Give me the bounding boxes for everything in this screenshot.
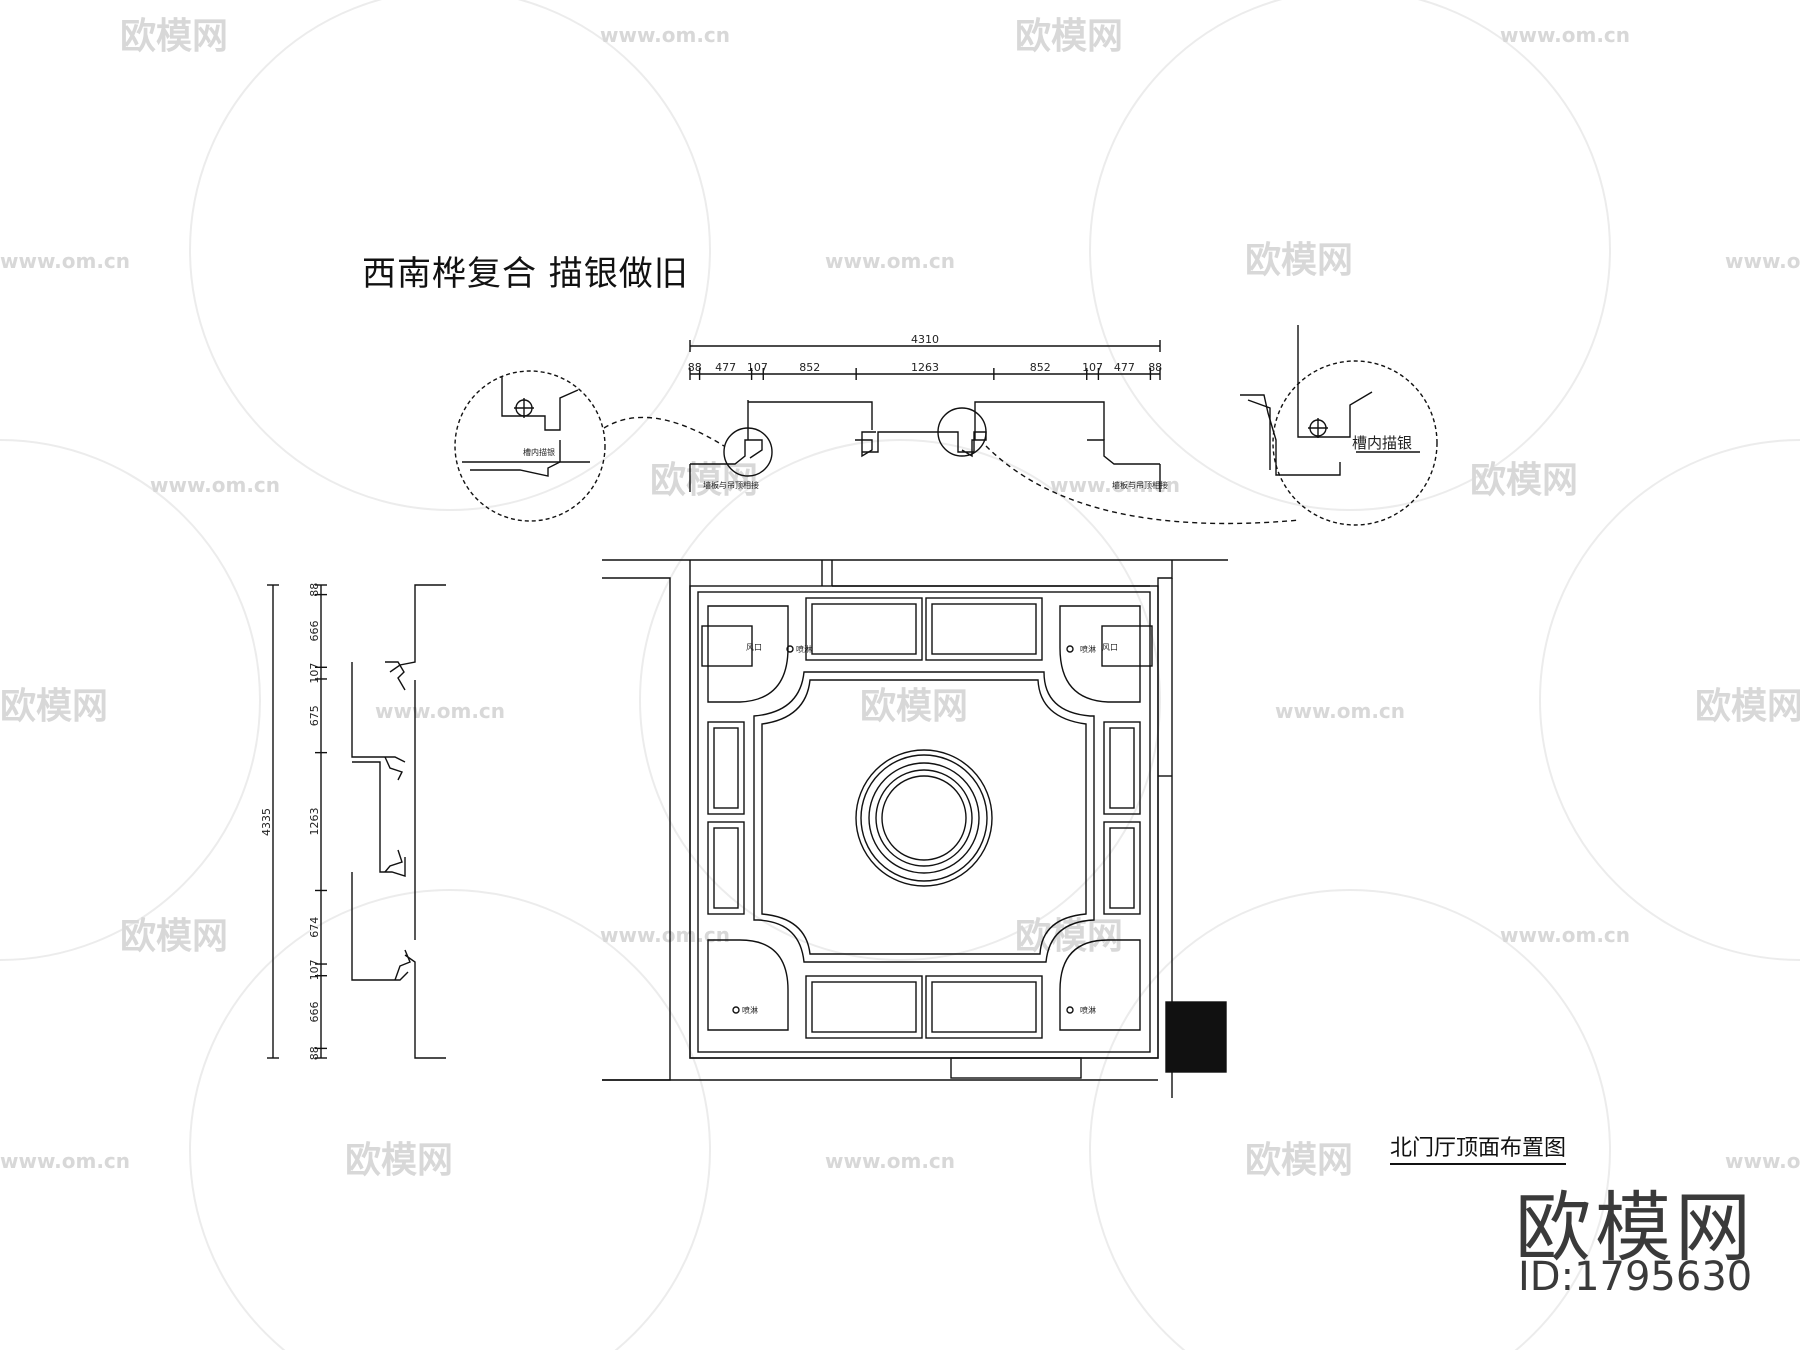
spray-label-3: 喷淋 (742, 1005, 758, 1015)
right-detail-label: 槽内描银 (1352, 434, 1412, 452)
side-dimension-label: 1263 (308, 808, 321, 836)
watermark-brand: 欧模网 (120, 916, 228, 957)
side-dimension-labels: 88 666 107 675 1263 674 107 666 88 (308, 583, 321, 1060)
top-dimension-label: 852 (799, 361, 820, 374)
top-dimension-label: 88 (688, 361, 702, 374)
section-note-left: 墙板与吊顶相接 (703, 480, 759, 490)
top-dimension-label: 107 (747, 361, 768, 374)
section-note-right: 墙板与吊顶相接 (1112, 480, 1168, 490)
watermark-brand: 欧模网 (120, 16, 228, 57)
side-dimension-label: 107 (308, 663, 321, 684)
watermark-url: www.om.cn (1725, 1149, 1800, 1173)
watermark-url: www.om.cn (1500, 23, 1630, 47)
side-dimension-label: 88 (308, 583, 321, 597)
top-dimension-label: 852 (1030, 361, 1051, 374)
top-dimension-label: 107 (1082, 361, 1103, 374)
watermark-url: www.om.cn (375, 699, 505, 723)
watermark-brand: 欧模网 (1470, 460, 1578, 501)
drawing-title: 西南桦复合 描银做旧 (362, 254, 689, 294)
plan-title: 北门厅顶面布置图 (1390, 1130, 1567, 1165)
side-total-dimension: 4335 (260, 808, 273, 836)
brand-logo-text: 欧模网 (1515, 1183, 1755, 1272)
watermark-brand: 欧模网 (1245, 240, 1353, 281)
spray-label-1: 喷淋 (796, 644, 812, 654)
top-section (454, 325, 1438, 526)
watermark-url: www.om.cn (1500, 923, 1630, 947)
watermark-brand: 欧模网 (345, 1140, 453, 1181)
watermark-brand: 欧模网 (0, 686, 108, 727)
watermark-layer: 欧模网欧模网欧模网欧模网欧模网欧模网欧模网欧模网欧模网欧模网欧模网欧模网www.… (0, 16, 1800, 1181)
watermark-url: www.om.cn (0, 1149, 130, 1173)
watermark-brand: 欧模网 (1695, 686, 1800, 727)
watermark-url: www.om.cn (600, 23, 730, 47)
watermark-url: www.om.cn (150, 473, 280, 497)
left-detail-label: 槽内描银 (523, 447, 555, 457)
watermark-url: www.om.cn (0, 249, 130, 273)
side-dimension-label: 666 (308, 620, 321, 641)
vent-label-top-right: 风口 (1102, 643, 1118, 652)
top-dimension-label: 88 (1148, 361, 1162, 374)
top-dimension-label: 477 (1114, 361, 1135, 374)
watermark-url: www.om.cn (1275, 699, 1405, 723)
watermark-url: www.om.cn (1725, 249, 1800, 273)
brand-id: ID:1795630 (1518, 1254, 1753, 1300)
top-dimension-label: 1263 (911, 361, 939, 374)
ceiling-plan (602, 559, 1228, 1098)
top-dimension-label: 477 (715, 361, 736, 374)
spray-label-4: 喷淋 (1080, 1005, 1096, 1015)
top-dimension-labels: 88 477 107 852 1263 852 107 477 88 (688, 361, 1162, 374)
watermark-brand: 欧模网 (860, 686, 968, 727)
side-dimension-label: 666 (308, 1002, 321, 1023)
watermark-url: www.om.cn (1050, 473, 1180, 497)
watermark-brand: 欧模网 (1245, 1140, 1353, 1181)
side-dimension-label: 674 (308, 917, 321, 938)
watermark-brand: 欧模网 (650, 460, 758, 501)
side-dimension-label: 107 (308, 959, 321, 980)
vent-label-top-left: 风口 (746, 643, 762, 652)
spray-label-2: 喷淋 (1080, 644, 1096, 654)
watermark-url: www.om.cn (825, 249, 955, 273)
watermark-url: www.om.cn (600, 923, 730, 947)
side-dimension-label: 675 (308, 705, 321, 726)
top-total-dimension: 4310 (911, 333, 939, 346)
watermark-url: www.om.cn (825, 1149, 955, 1173)
side-section (267, 584, 446, 1059)
watermark-brand: 欧模网 (1015, 916, 1123, 957)
watermark-brand: 欧模网 (1015, 16, 1123, 57)
side-dimension-label: 88 (308, 1046, 321, 1060)
